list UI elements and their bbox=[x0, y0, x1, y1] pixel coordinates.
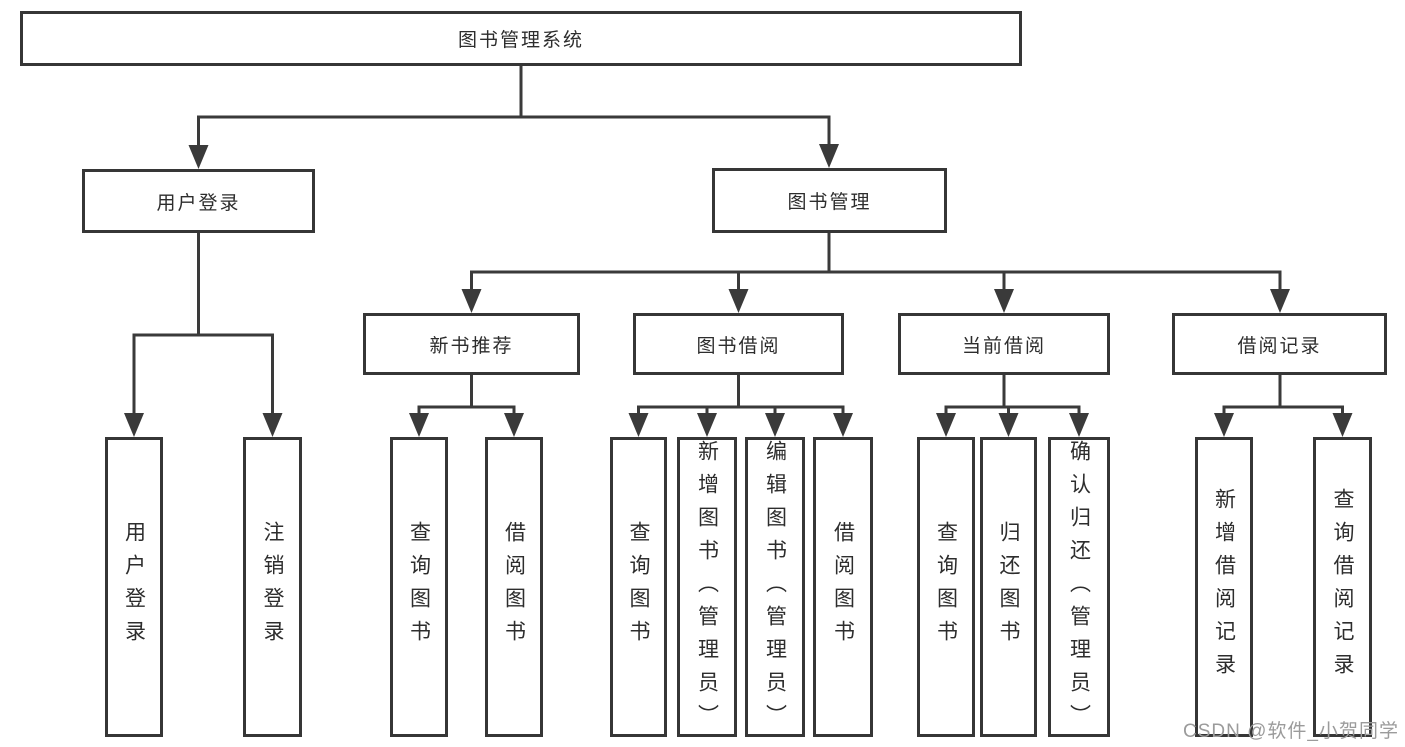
node-confirm-return-admin: 确认归还（管理员） bbox=[1048, 437, 1110, 737]
csdn-watermark: CSDN @软件_小贺同学 bbox=[1183, 721, 1399, 742]
node-return-books: 归还图书 bbox=[980, 437, 1037, 737]
node-query-books-borrow: 查询图书 bbox=[610, 437, 667, 737]
node-query-books-recommend: 查询图书 bbox=[390, 437, 448, 737]
node-new-book-recommend-label: 新书推荐 bbox=[429, 335, 514, 357]
node-query-books-current: 查询图书 bbox=[917, 437, 975, 737]
node-logout: 注销登录 bbox=[243, 437, 302, 737]
node-book-system: 图书管理系统 bbox=[20, 11, 1022, 66]
node-book-management-label: 图书管理 bbox=[787, 192, 872, 213]
node-book-system-label: 图书管理系统 bbox=[457, 30, 584, 51]
node-book-borrow: 图书借阅 bbox=[633, 313, 844, 375]
node-current-borrow: 当前借阅 bbox=[898, 313, 1110, 375]
node-add-borrow-record: 新增借阅记录 bbox=[1195, 437, 1253, 737]
node-user-login: 用户登录 bbox=[82, 169, 315, 233]
node-edit-books-admin: 编辑图书（管理员） bbox=[745, 437, 805, 737]
node-book-borrow-label: 图书借阅 bbox=[696, 335, 781, 357]
node-new-book-recommend: 新书推荐 bbox=[363, 313, 580, 375]
node-borrow-records: 借阅记录 bbox=[1172, 313, 1387, 375]
node-borrow-books-recommend: 借阅图书 bbox=[485, 437, 543, 737]
node-add-books-admin: 新增图书（管理员） bbox=[677, 437, 737, 737]
arrowheads bbox=[124, 144, 1353, 437]
node-borrow-records-label: 借阅记录 bbox=[1237, 335, 1322, 357]
node-user-login-leaf: 用户登录 bbox=[105, 437, 163, 737]
node-current-borrow-label: 当前借阅 bbox=[961, 335, 1046, 357]
node-book-management: 图书管理 bbox=[712, 168, 947, 233]
node-query-borrow-record: 查询借阅记录 bbox=[1313, 437, 1372, 737]
node-user-login-label: 用户登录 bbox=[156, 192, 241, 214]
node-borrow-books: 借阅图书 bbox=[813, 437, 873, 737]
